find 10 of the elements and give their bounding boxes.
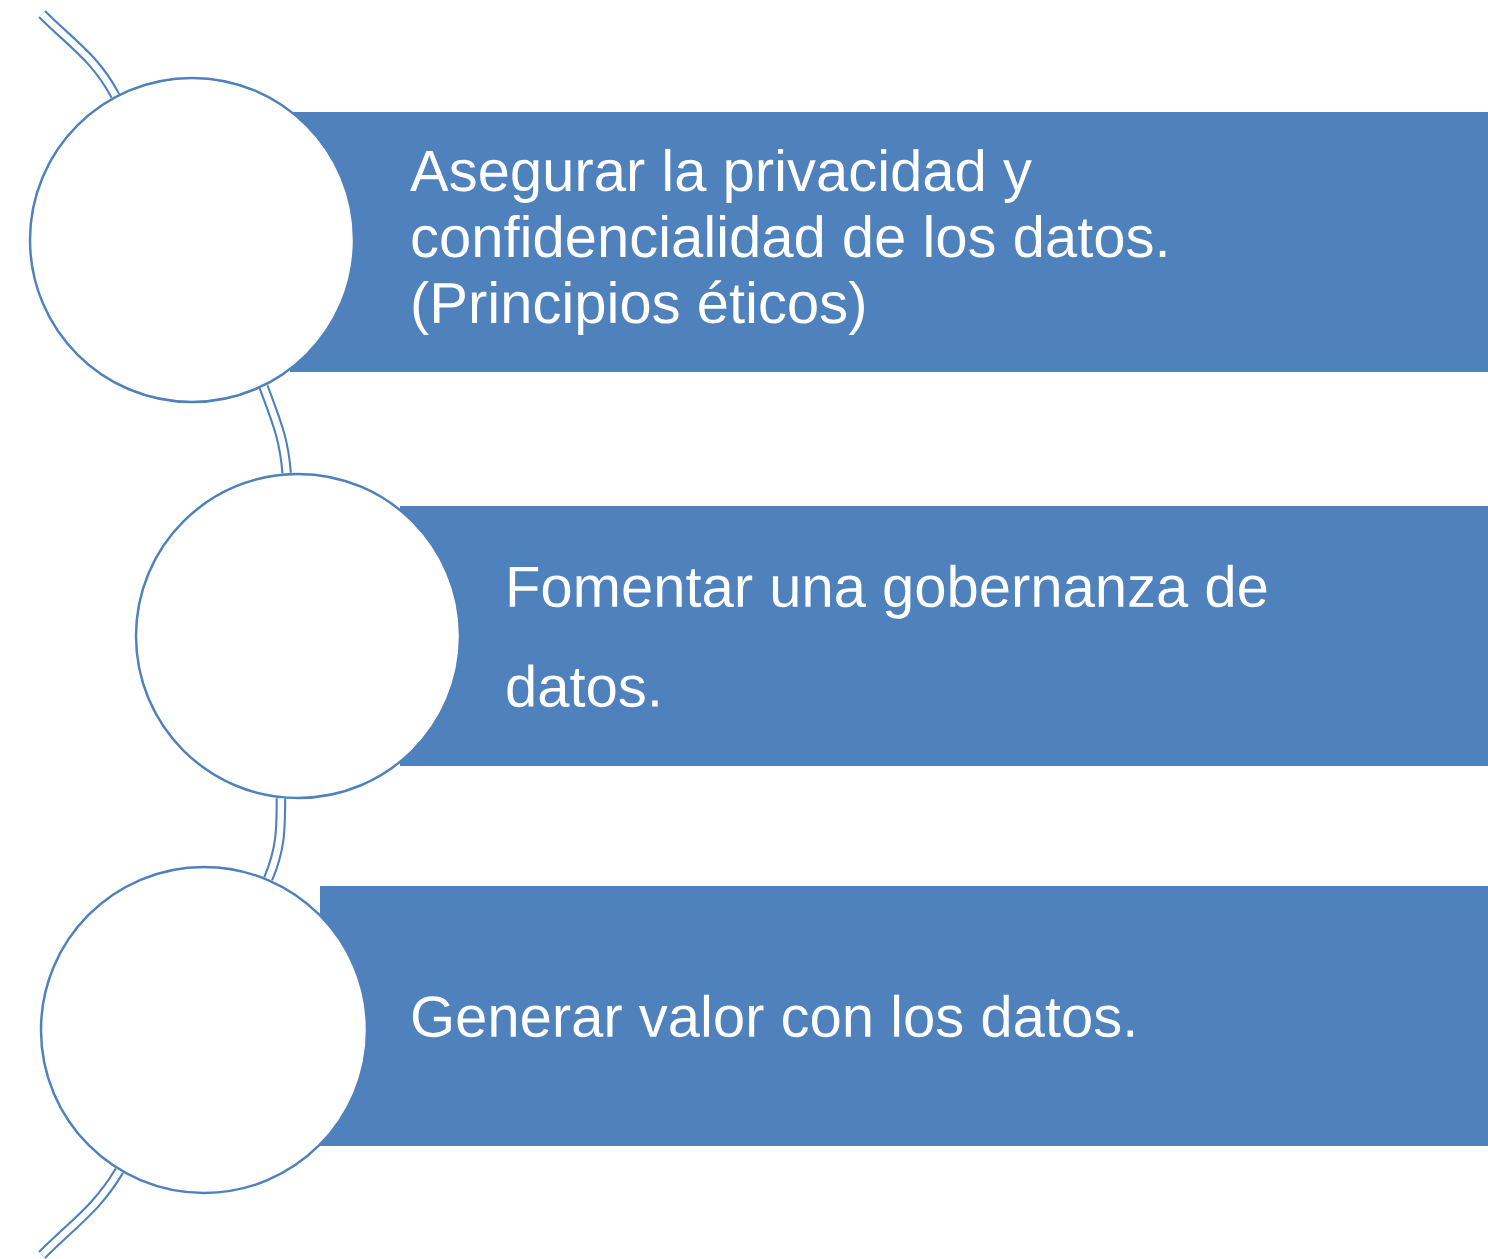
text-band: Generar valor con los datos.	[320, 886, 1488, 1146]
text-band: Fomentar una gobernanza de datos.	[400, 506, 1488, 766]
connector-line	[258, 384, 292, 474]
connector-line	[38, 10, 120, 99]
connector-line	[263, 798, 287, 881]
circle	[28, 76, 356, 404]
connector-line	[38, 1167, 124, 1259]
circle	[134, 472, 462, 800]
circle	[39, 865, 369, 1195]
text-band: Asegurar la privacidad y confidencialidad de los datos. (Principios éticos)	[290, 112, 1488, 372]
